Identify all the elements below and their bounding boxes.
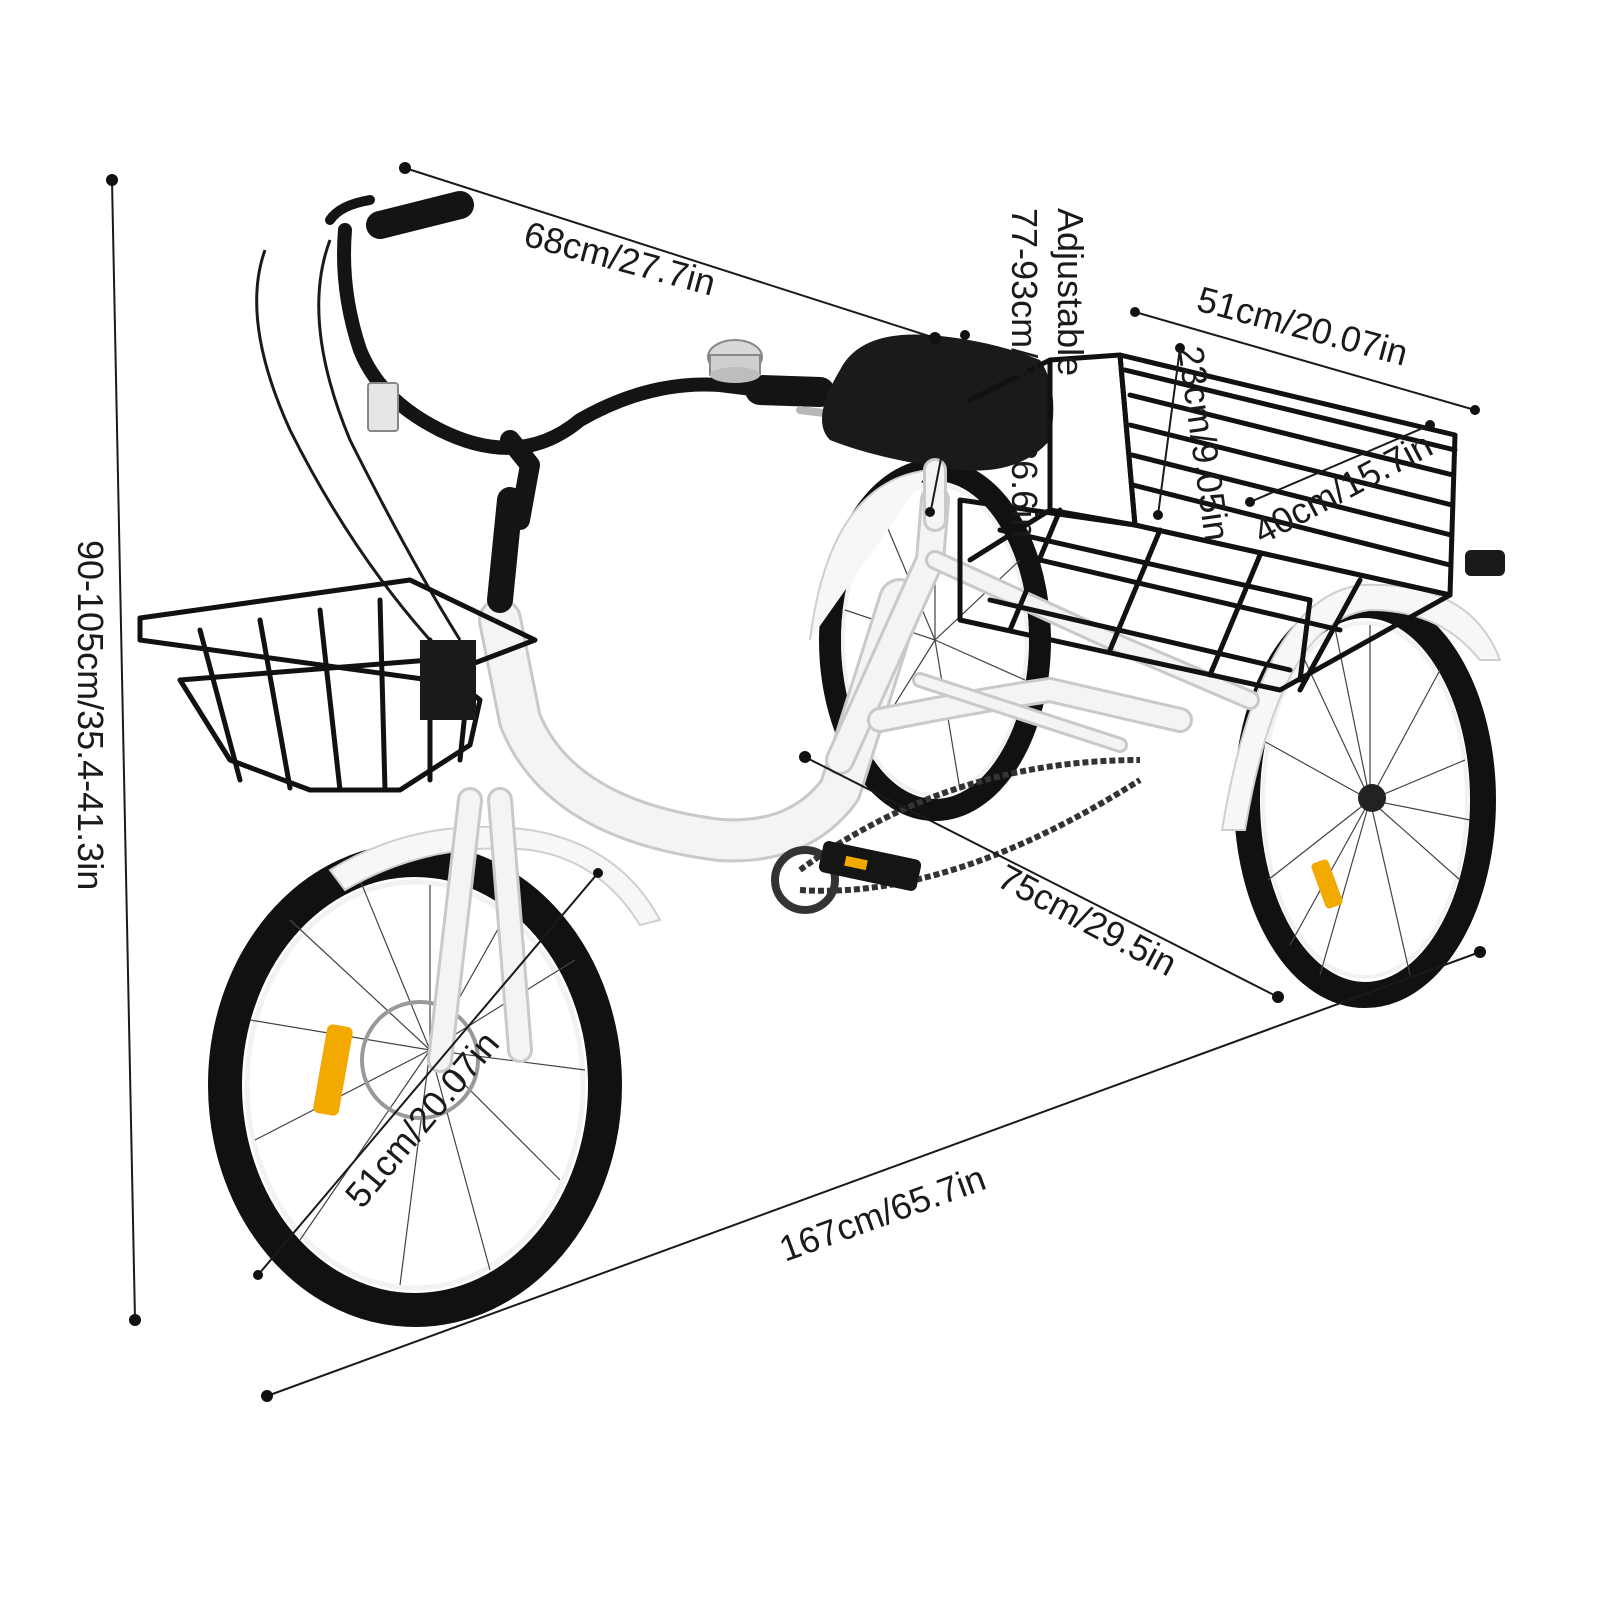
rear-light xyxy=(1465,550,1505,576)
rear-basket-icon xyxy=(957,352,1458,693)
reflector-icon xyxy=(313,1024,353,1116)
dim-seat-height-title: Adjustable xyxy=(1050,208,1091,376)
chain xyxy=(799,777,1142,894)
dim-seat-height: Adjustable 77-93cm/30.3-36.6in xyxy=(925,208,1091,538)
tricycle-illustration xyxy=(137,191,1505,1327)
pedal-icon xyxy=(818,841,922,891)
dim-total-length-label: 167cm/65.7in xyxy=(774,1157,991,1269)
disc-brake-rotor xyxy=(360,1000,480,1120)
dim-seat-height-value: 77-93cm/30.3-36.6in xyxy=(1004,208,1045,538)
front-basket-icon xyxy=(137,577,538,793)
dim-basket-height: 23cm/9.05in xyxy=(1153,343,1238,543)
dim-handlebar-seat-label: 68cm/27.7in xyxy=(520,213,720,303)
saddle-icon xyxy=(822,334,1054,532)
dim-basket-height-label: 23cm/9.05in xyxy=(1170,343,1238,543)
stem xyxy=(487,487,523,613)
reflector-icon xyxy=(1311,859,1343,909)
dim-handlebar-seat: 68cm/27.7in xyxy=(399,162,941,344)
front-reflector xyxy=(367,382,399,432)
rear-far-fender xyxy=(809,469,931,641)
dim-total-height: 90-105cm/35.4-41.3in xyxy=(70,174,141,1326)
chainring xyxy=(771,846,839,914)
front-wheel xyxy=(208,843,622,1327)
dim-wheelbase-width-label: 75cm/29.5in xyxy=(991,856,1183,984)
dim-total-height-label: 90-105cm/35.4-41.3in xyxy=(70,540,111,890)
dim-basket-depth: 40cm/15.7in xyxy=(1245,420,1439,552)
dim-basket-depth-label: 40cm/15.7in xyxy=(1247,424,1439,552)
bell-icon xyxy=(707,339,763,383)
